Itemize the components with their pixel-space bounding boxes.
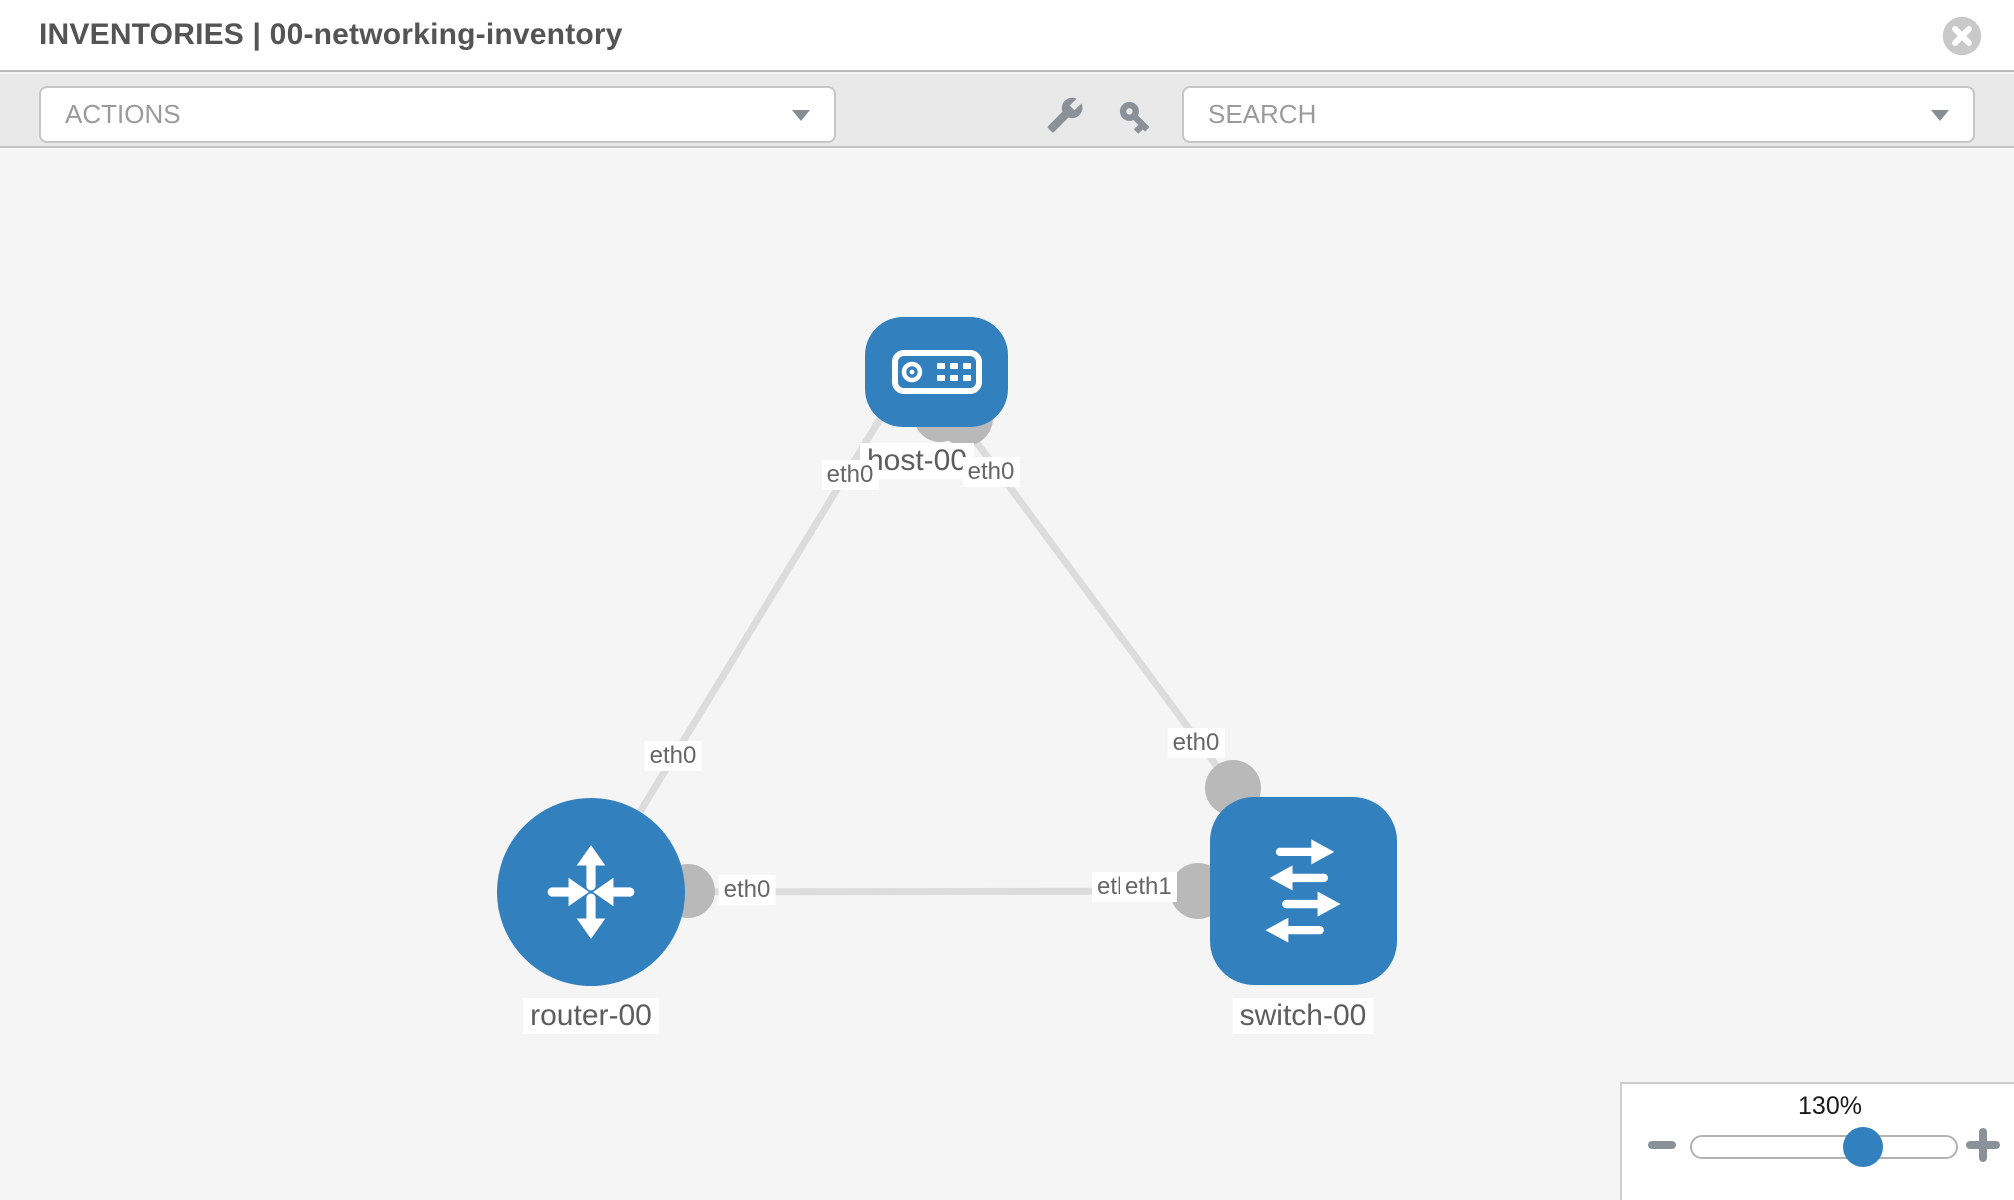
wrench-icon[interactable] <box>1046 96 1084 134</box>
node-switch-00[interactable] <box>1210 797 1397 985</box>
topology-links-layer <box>588 376 1304 919</box>
router-arrows-icon <box>547 845 635 939</box>
circle-x-icon <box>1942 16 1982 56</box>
search-placeholder: SEARCH <box>1208 99 1317 129</box>
node-label-router-00: router-00 <box>523 998 659 1034</box>
minus-icon[interactable] <box>1648 1141 1676 1149</box>
topology-canvas[interactable]: host-00 router-00 switch-00 eth0 eth0 et… <box>0 148 2014 1200</box>
interface-label-router-right: eth0 <box>718 875 776 905</box>
page-title: INVENTORIES | 00-networking-inventory <box>39 18 623 51</box>
zoom-slider[interactable] <box>1690 1127 1958 1167</box>
zoom-panel: 130% <box>1620 1082 2014 1200</box>
search-dropdown[interactable]: SEARCH <box>1182 86 1975 143</box>
interface-label-host-right: eth0 <box>962 457 1020 487</box>
plus-icon[interactable] <box>1966 1128 2000 1162</box>
interface-label-router-top: eth0 <box>644 741 702 771</box>
server-icon <box>891 350 982 394</box>
toolbar: ACTIONS SEARCH <box>0 74 2014 148</box>
node-label-switch-00: switch-00 <box>1232 998 1374 1034</box>
switch-arrows-icon <box>1264 839 1341 943</box>
page-header: INVENTORIES | 00-networking-inventory <box>0 0 2014 72</box>
node-label-host-00: host-00 <box>859 443 975 479</box>
key-icon[interactable] <box>1116 98 1154 136</box>
interface-label-host-left: eth0 <box>821 460 879 490</box>
close-icon[interactable] <box>1941 15 1983 57</box>
interface-label-switch-top: eth0 <box>1167 728 1225 758</box>
chevron-down-icon <box>1931 109 1949 121</box>
zoom-level: 130% <box>1798 1092 1862 1120</box>
node-host-00[interactable] <box>865 317 1008 427</box>
interface-label-switch-left-over: eth1 <box>1120 872 1177 902</box>
zoom-slider-thumb[interactable] <box>1843 1127 1883 1167</box>
actions-dropdown[interactable]: ACTIONS <box>39 86 836 143</box>
actions-dropdown-label: ACTIONS <box>65 99 181 129</box>
node-router-00[interactable] <box>497 798 685 986</box>
chevron-down-icon <box>792 109 810 121</box>
